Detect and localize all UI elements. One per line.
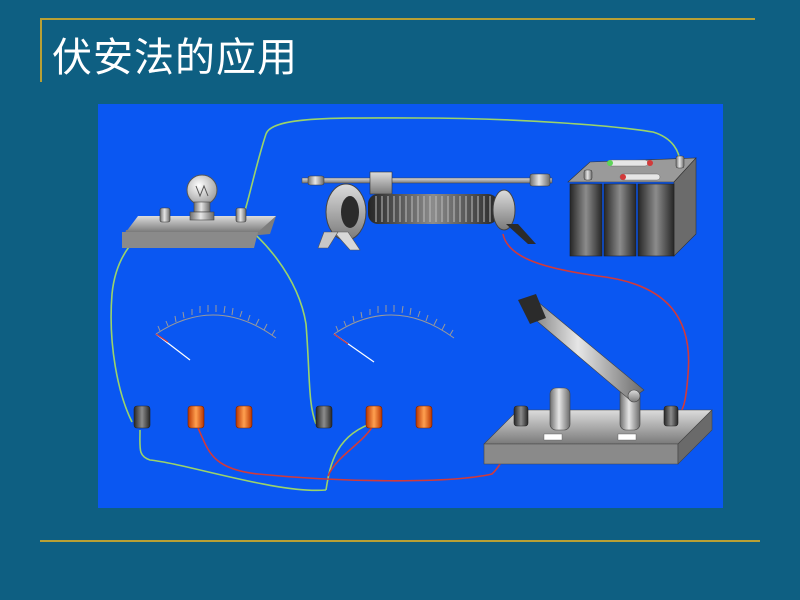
- rheostat-slider[interactable]: [369, 171, 393, 195]
- bottom-rule: [40, 540, 760, 542]
- battery-terminal-left[interactable]: [583, 169, 593, 181]
- wire-ammeter-to-switch: [197, 423, 519, 482]
- top-rule: [40, 18, 755, 20]
- meter-icon: [333, 305, 455, 339]
- wire-bulb-to-battery: [241, 117, 681, 221]
- title-bar-rule: [40, 18, 42, 82]
- switch-terminal-right[interactable]: [663, 405, 679, 427]
- meter-middle-terminal-black[interactable]: [315, 405, 333, 429]
- battery-terminal-right[interactable]: [675, 155, 685, 169]
- meter-icon: [155, 305, 277, 339]
- meter-middle-terminal-red-1[interactable]: [365, 405, 383, 429]
- circuit-panel: [98, 104, 723, 508]
- circuit-diagram: [110, 117, 713, 492]
- battery-icon: [569, 183, 675, 257]
- light-bulb-assembly[interactable]: [122, 174, 276, 248]
- switch-icon: [518, 294, 645, 401]
- bulb-terminal-left[interactable]: [159, 207, 171, 223]
- meter-left-terminal-red-1[interactable]: [187, 405, 205, 429]
- switch-terminal-left[interactable]: [513, 405, 529, 427]
- meter-middle[interactable]: [315, 305, 455, 429]
- meter-middle-terminal-red-2[interactable]: [415, 405, 433, 429]
- wire-ammeter-bottom: [139, 429, 327, 492]
- page-title: 伏安法的应用: [52, 35, 298, 81]
- meter-left-terminal-black[interactable]: [133, 405, 151, 429]
- wire-bulb-to-voltmeter: [241, 223, 317, 425]
- wire-voltmeter-to-ammeter-bottom: [325, 421, 377, 491]
- meter-left-terminal-red-2[interactable]: [235, 405, 253, 429]
- wire-bulb-to-ammeter: [110, 221, 167, 423]
- bulb-terminal-right[interactable]: [235, 207, 247, 223]
- wire-rheostat-to-switch: [502, 233, 690, 423]
- rheostat-assembly[interactable]: [301, 171, 553, 251]
- battery-assembly[interactable]: [567, 155, 697, 257]
- knife-switch-assembly[interactable]: [483, 294, 713, 465]
- wire-voltmeter-red: [327, 423, 375, 477]
- meter-left[interactable]: [133, 305, 277, 429]
